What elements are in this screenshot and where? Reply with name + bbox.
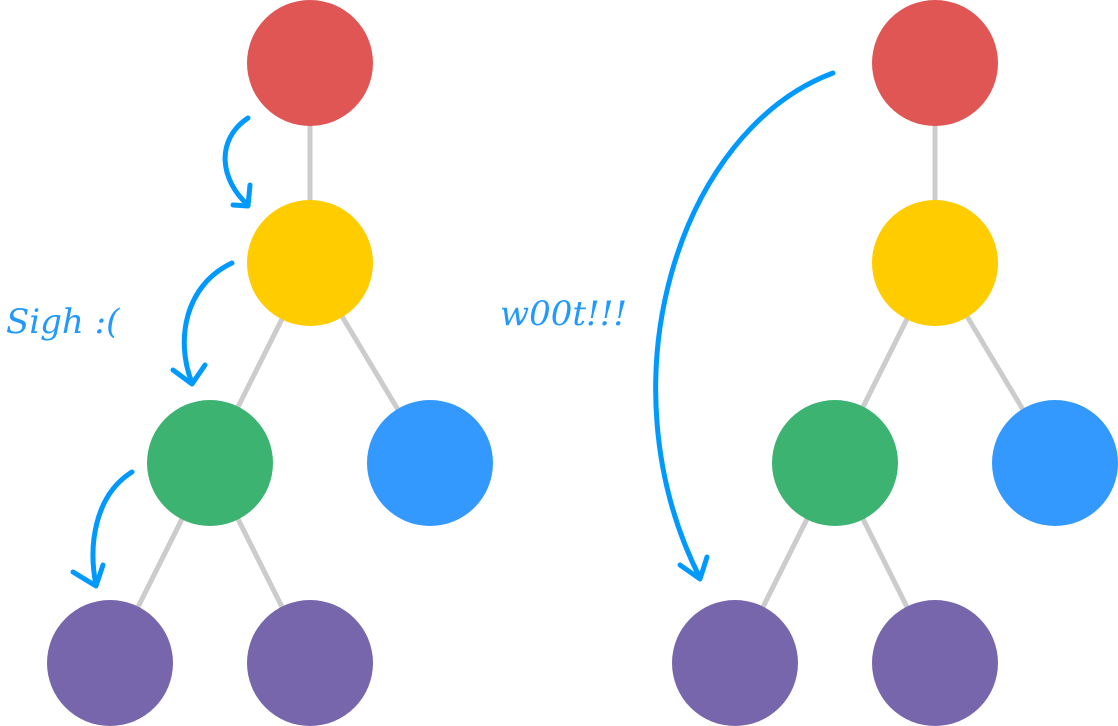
- arrowhead: [230, 182, 253, 209]
- woot-annotation: w00t!!!: [500, 294, 627, 334]
- green-node: [147, 400, 273, 526]
- arrowhead: [170, 362, 208, 387]
- blue-node: [367, 400, 493, 526]
- child-node: [872, 200, 998, 326]
- step-arrow: [181, 260, 235, 386]
- green-node: [772, 400, 898, 526]
- arrowhead: [70, 562, 106, 589]
- child-node: [247, 200, 373, 326]
- root-node: [872, 0, 998, 126]
- leaf-node: [247, 600, 373, 726]
- step-arrow: [222, 115, 251, 208]
- left-tree: Sigh :(: [6, 0, 493, 726]
- right-tree: w00t!!!: [500, 0, 1118, 726]
- arrowhead: [677, 554, 710, 582]
- blue-node: [992, 400, 1118, 526]
- jump-arrow: [653, 70, 836, 581]
- step-arrow: [90, 469, 135, 588]
- leaf-node: [872, 600, 998, 726]
- leaf-node: [672, 600, 798, 726]
- root-node: [247, 0, 373, 126]
- sigh-annotation: Sigh :(: [6, 302, 120, 342]
- leaf-node: [47, 600, 173, 726]
